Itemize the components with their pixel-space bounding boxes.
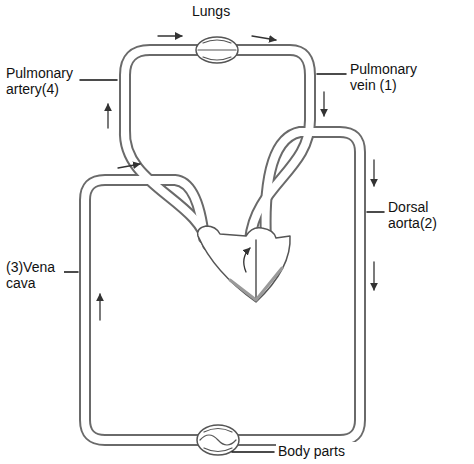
pulmonary-vein-lumen bbox=[236, 50, 310, 240]
flow-arrow bbox=[107, 104, 108, 128]
vessel-label: Dorsal aorta(2) bbox=[386, 198, 466, 232]
leader-line bbox=[80, 79, 117, 81]
leader-line bbox=[317, 73, 346, 75]
flow-arrow bbox=[99, 294, 100, 320]
pulmonary-artery-lumen bbox=[125, 50, 208, 245]
flow-arrow bbox=[252, 36, 276, 40]
vessel-outlines bbox=[85, 50, 360, 440]
flow-arrow bbox=[323, 92, 324, 116]
vena-cava-tube bbox=[85, 180, 204, 440]
heart-septum bbox=[255, 240, 257, 300]
pulmonary-vein-tube bbox=[236, 50, 310, 240]
flow-arrow bbox=[118, 164, 140, 168]
organ-label: Lungs bbox=[190, 2, 244, 20]
lung-capillary-lines bbox=[198, 40, 236, 60]
heart-lower-shading bbox=[230, 268, 282, 300]
body-capillaries bbox=[197, 425, 239, 455]
aorta-lumen bbox=[238, 132, 360, 440]
body-capillary-lines bbox=[200, 429, 236, 452]
vessel-label: Pulmonary vein (1) bbox=[348, 60, 428, 94]
vena-cava-lumen bbox=[85, 180, 204, 440]
flow-arrows bbox=[100, 36, 374, 456]
leader-line bbox=[367, 211, 384, 213]
heart-outline bbox=[198, 226, 290, 302]
flow-arrow bbox=[373, 262, 374, 290]
leader-lines bbox=[64, 74, 384, 452]
vessel-label: (3)Vena cava bbox=[4, 258, 64, 292]
vessel-label: Pulmonary artery(4) bbox=[4, 64, 78, 98]
flow-arrow bbox=[373, 160, 374, 186]
vessel-lumens bbox=[85, 50, 360, 440]
leader-line bbox=[232, 451, 274, 453]
pulmonary-artery-tube bbox=[125, 50, 208, 245]
leader-line bbox=[64, 271, 78, 273]
flow-arrow bbox=[244, 248, 250, 272]
aorta-tube bbox=[238, 132, 360, 440]
flow-arrow bbox=[158, 35, 182, 36]
organ-label: Body parts bbox=[276, 442, 366, 460]
lung-capillaries bbox=[196, 37, 238, 63]
